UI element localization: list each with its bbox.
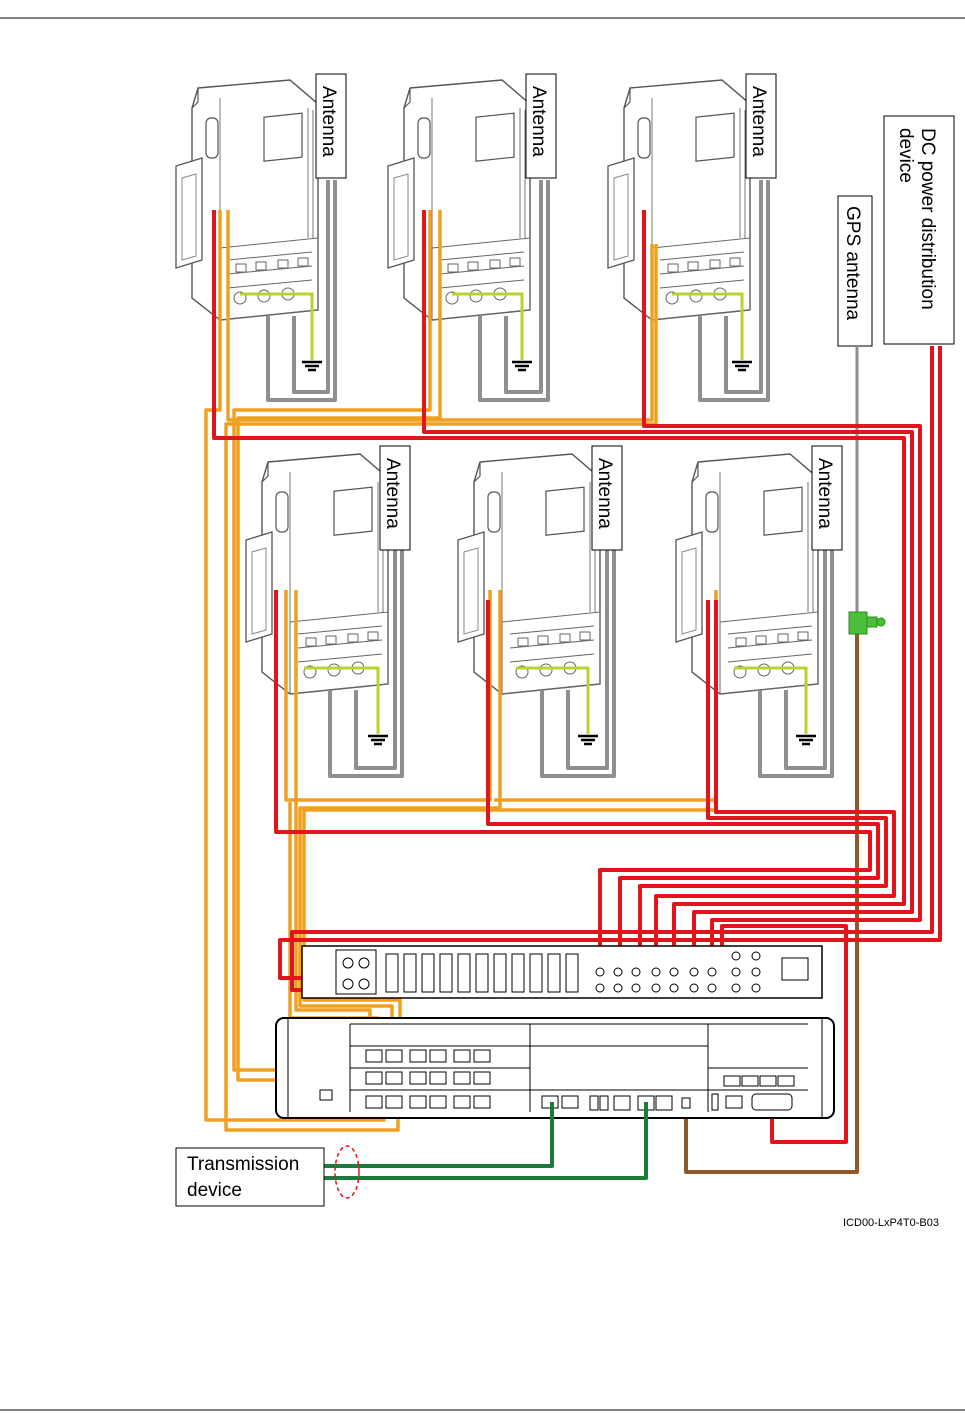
antenna-label: Antenna xyxy=(746,74,776,178)
dc-power-distribution-label: DC power distribution device xyxy=(884,116,954,344)
rru-unit xyxy=(246,454,388,694)
antenna-label: Antenna xyxy=(526,74,556,178)
figure-code: ICD00-LxP4T0-B03 xyxy=(843,1217,939,1229)
surge-protector xyxy=(849,612,885,634)
highlight-ellipse xyxy=(335,1146,359,1198)
antenna-label: Antenna xyxy=(316,74,346,178)
svg-text:device: device xyxy=(187,1180,242,1201)
svg-text:DC power distribution: DC power distribution xyxy=(917,128,938,310)
gps-antenna-label: GPS antenna xyxy=(838,196,872,346)
rru-unit xyxy=(176,80,318,320)
antenna-label: Antenna xyxy=(812,446,842,550)
svg-text:Antenna: Antenna xyxy=(318,86,339,157)
bbu xyxy=(276,1018,834,1118)
rru-unit xyxy=(458,454,600,694)
svg-text:Antenna: Antenna xyxy=(748,86,769,157)
svg-text:Transmission: Transmission xyxy=(187,1154,299,1175)
rru-unit xyxy=(388,80,530,320)
svg-text:Antenna: Antenna xyxy=(382,458,403,529)
antenna-label: Antenna xyxy=(380,446,410,550)
svg-text:device: device xyxy=(895,128,916,183)
antenna-label: Antenna xyxy=(592,446,622,550)
svg-text:Antenna: Antenna xyxy=(594,458,615,529)
svg-text:Antenna: Antenna xyxy=(814,458,835,529)
svg-text:Antenna: Antenna xyxy=(528,86,549,157)
rru-unit xyxy=(608,80,750,320)
power-distribution-unit xyxy=(302,946,822,998)
svg-text:GPS antenna: GPS antenna xyxy=(842,206,863,321)
rru-unit xyxy=(676,454,818,694)
transmission-device-box: Transmission device xyxy=(176,1148,324,1206)
